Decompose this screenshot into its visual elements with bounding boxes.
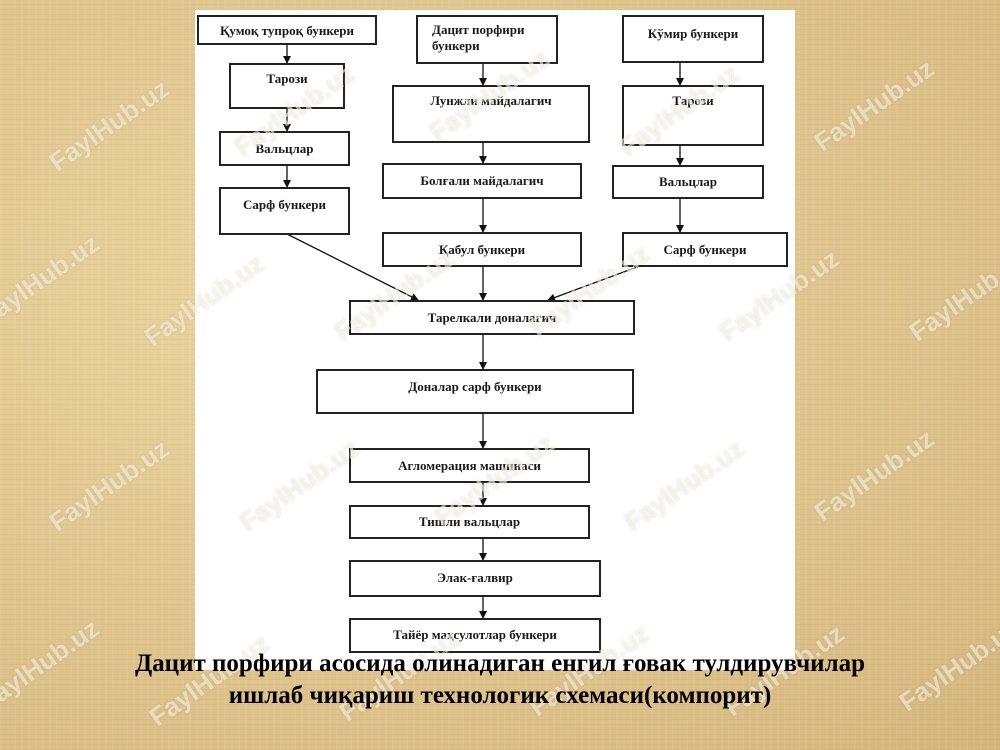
box-granule-supply-bunker-label: Доналар сарф бункери [408,379,542,394]
box-dacite-bunker-label: Дацит порфири бункери [432,22,525,53]
caption-line-1: Дацит порфири асосида олинадиган енгил ғ… [134,650,866,677]
box-sieve-label: Элак-ғалвир [437,570,513,585]
box-supply-bunker-2-label: Сарф бункери [663,242,747,257]
box-loam-bunker: Қумоқ тупроқ бункери [197,15,377,45]
box-coal-bunker-label: Кўмир бункери [647,26,739,41]
box-plate-granulator: Тарелкали доналагич [349,300,635,335]
box-toothed-rollers: Тишли вальцлар [349,505,590,539]
box-scale-2-label: Тарози [672,93,714,108]
box-supply-bunker-1-label: Сарф бункери [242,197,326,212]
box-rollers-2: Вальцлар [612,165,764,199]
box-rollers-2-label: Вальцлар [659,174,717,189]
box-dacite-bunker: Дацит порфири бункери [416,15,558,64]
box-rollers-1-label: Вальцлар [255,141,314,156]
slide-caption: Дацит порфири асосида олинадиган енгил ғ… [0,648,1000,712]
box-toothed-rollers-label: Тишли вальцлар [418,514,521,529]
box-plate-granulator-label: Тарелкали доналагич [427,310,557,325]
box-granule-supply-bunker: Доналар сарф бункери [316,369,634,414]
box-sieve: Элак-ғалвир [349,560,601,597]
box-hammer-crusher-label: Болғали майдалагич [420,173,544,188]
box-receiving-bunker: Қабул бункери [382,232,582,267]
box-agglomeration-machine-label: Агломерация машинаси [398,458,541,473]
box-agglomeration-machine: Агломерация машинаси [349,448,590,483]
box-hammer-crusher: Болғали майдалагич [382,163,582,199]
box-receiving-bunker-label: Қабул бункери [438,242,526,257]
box-rollers-1: Вальцлар [219,131,350,166]
arrow-b4-e1 [286,233,419,301]
box-supply-bunker-1: Сарф бункери [219,187,350,235]
box-coal-bunker: Кўмир бункери [622,15,764,63]
box-supply-bunker-2: Сарф бункери [622,232,788,267]
box-jaw-crusher: Лунжли майдалагич [392,85,590,143]
box-scale-1: Тарози [229,63,345,109]
box-scale-1-label: Тарози [266,71,308,86]
caption-line-2: ишлаб чиқариш технологик схемаси(компори… [228,682,772,709]
box-finished-product-bunker: Тайёр маҳсулотлар бункери [349,618,601,653]
box-loam-bunker-label: Қумоқ тупроқ бункери [219,23,354,38]
box-finished-product-bunker-label: Тайёр маҳсулотлар бункери [393,627,557,642]
box-jaw-crusher-label: Лунжли майдалагич [430,93,552,108]
box-scale-2: Тарози [622,85,764,146]
arrow-d4-e1 [547,265,641,302]
